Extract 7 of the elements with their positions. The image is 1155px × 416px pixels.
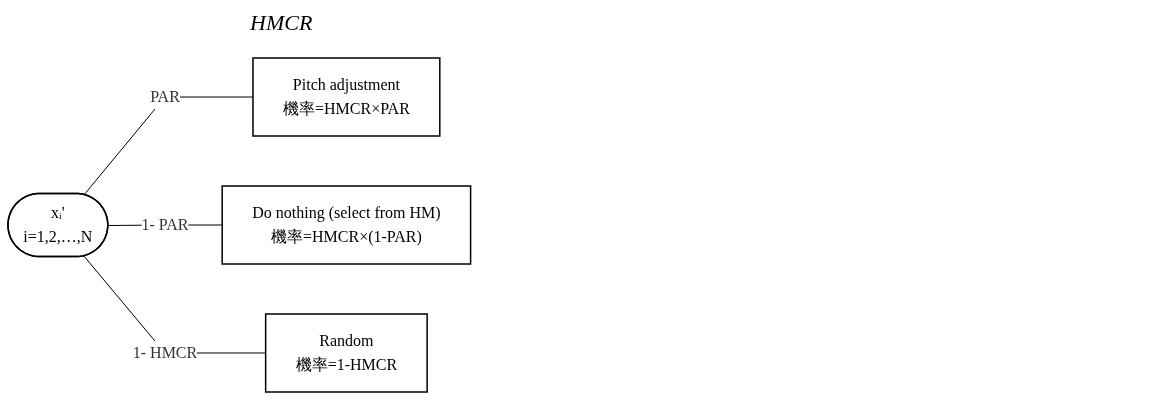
branch-label: HMCR [250,10,313,35]
edge-label: 1- PAR [141,216,189,233]
node-box: Pitch adjustment 機率=HMCR×PAR [252,57,441,137]
edge-label: PAR [150,88,180,105]
node-box: Random 機率=1-HMCR [264,313,428,393]
edge-label: 1- HMCR [132,344,198,361]
node-box: Do nothing (select from HM) 機率=HMCR×(1-PAR) [221,185,472,265]
